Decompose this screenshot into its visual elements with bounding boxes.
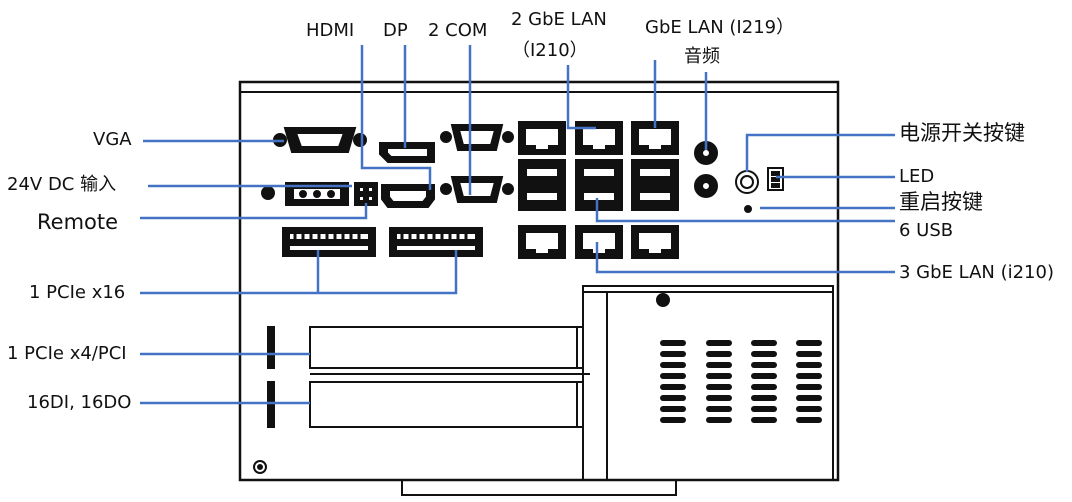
- label-dio: 16DI, 16DO: [27, 392, 132, 413]
- label-remote: Remote: [37, 210, 119, 234]
- label-hdmi: HDMI: [306, 20, 355, 41]
- label-lan-i219: GbE LAN (I219）: [645, 17, 795, 38]
- dp-port-icon: [379, 142, 435, 163]
- label-lan-3x: 3 GbE LAN (i210): [899, 262, 1054, 283]
- label-lan-i210-line2: （I210）: [512, 40, 588, 61]
- vga-port-icon: [273, 127, 367, 153]
- leader-pcie-x16: [140, 250, 458, 295]
- lan-port-top-icons: [518, 121, 679, 155]
- com-port-icon-2: [440, 176, 514, 203]
- label-pcie-x16: 1 PCIe x16: [29, 282, 126, 303]
- audio-jack-icons: [694, 141, 718, 198]
- power-button-icon: [735, 170, 759, 194]
- label-dc-input: 24V DC 输入: [7, 174, 117, 195]
- label-usb: 6 USB: [899, 220, 954, 241]
- dio-terminal-block-left-icon: [282, 227, 376, 257]
- chassis-outline: [238, 80, 840, 482]
- label-audio: 音频: [684, 46, 720, 67]
- dc-input-icon: [261, 182, 349, 206]
- usb-port-icons: [518, 159, 679, 211]
- lan-port-bottom-icons: [518, 225, 679, 259]
- label-com: 2 COM: [428, 20, 488, 41]
- dio-terminal-block-right-icon: [389, 227, 483, 257]
- expansion-slot-2-icon: [267, 381, 584, 428]
- label-dp: DP: [383, 20, 408, 41]
- chassis-foot: [401, 480, 677, 496]
- leader-lan-i210: [566, 65, 596, 130]
- drive-cage-icon: [582, 285, 834, 481]
- screw-icon: [253, 460, 267, 474]
- leader-power-button: [745, 133, 895, 172]
- leader-remote: [140, 203, 368, 220]
- reset-button-icon: [744, 205, 752, 213]
- label-power-button: 电源开关按键: [899, 121, 1025, 145]
- expansion-slot-1-icon: [267, 326, 590, 375]
- leader-usb: [595, 198, 895, 223]
- leader-lines: [140, 45, 895, 405]
- com-port-icon-1: [440, 124, 514, 151]
- remote-connector-icon: [354, 182, 378, 206]
- vent-grille-icon: [660, 340, 822, 423]
- label-reset-button: 重启按键: [899, 190, 983, 214]
- label-vga: VGA: [93, 129, 132, 150]
- label-led: LED: [899, 166, 935, 187]
- label-lan-i210-line1: 2 GbE LAN: [511, 9, 607, 30]
- leader-hdmi: [360, 45, 432, 190]
- hdmi-port-icon: [381, 184, 435, 208]
- label-pcie-x4: 1 PCIe x4/PCI: [7, 343, 127, 364]
- leader-lan-3x: [595, 242, 895, 274]
- led-indicator-icon: [767, 167, 784, 191]
